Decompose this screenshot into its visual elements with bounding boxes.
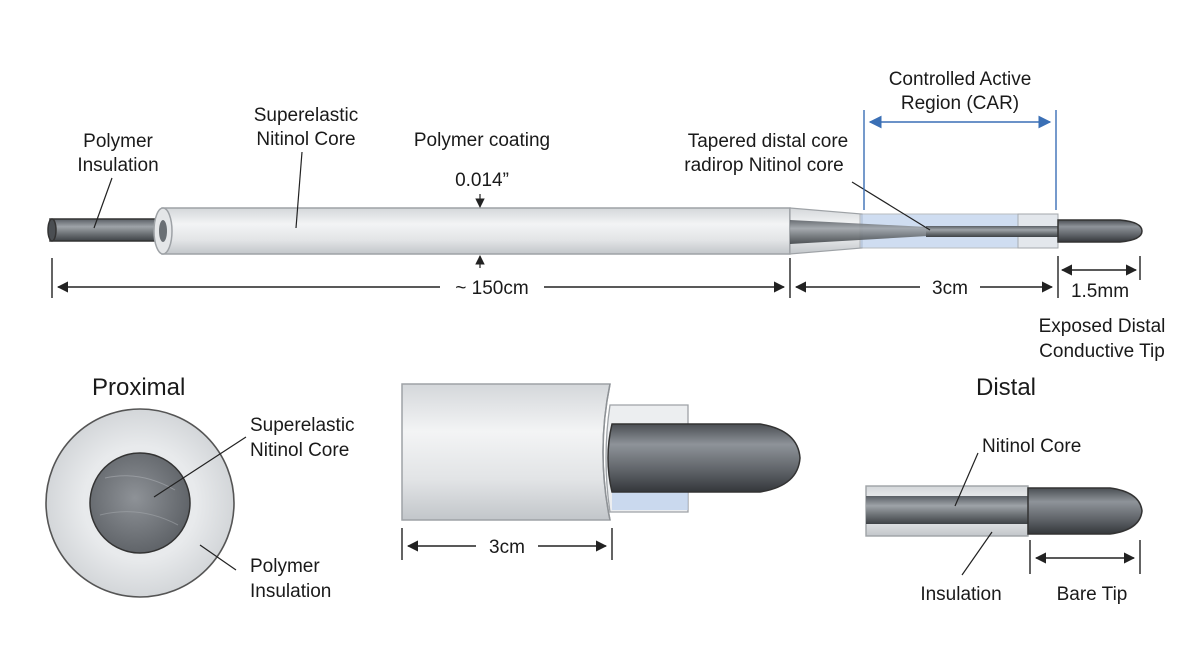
middle-length-label: 3cm [489, 537, 525, 558]
distal-core-label: Nitinol Core [982, 436, 1081, 457]
proximal-nitinol-core [89, 452, 191, 554]
label-tapered-core-1: Tapered distal core [688, 131, 849, 152]
distal-bare-tip [1027, 487, 1143, 535]
label-superelastic-core-1: Superelastic [254, 105, 359, 126]
label-diameter: 0.014” [455, 170, 509, 191]
label-polymer-insulation-2: Insulation [77, 155, 158, 176]
proximal-insulation-label-1: Polymer [250, 556, 320, 577]
middle-polymer-jacket [401, 383, 611, 521]
label-car-2: Region (CAR) [901, 93, 1019, 114]
proximal-cross-section: Proximal Superelastic Nitinol Core Polym… [45, 374, 355, 602]
top-labels: Polymer Insulation Superelastic Nitinol … [77, 69, 1165, 362]
tapered-distal-core [790, 220, 928, 244]
middle-nitinol-tip [607, 423, 801, 493]
distal-bare-tip-label: Bare Tip [1057, 584, 1128, 605]
top-wire-view [47, 207, 1143, 255]
middle-zoom-view: 3cm [401, 383, 801, 560]
proximal-insulation-label-2: Insulation [250, 581, 331, 602]
proximal-jacket-core-hole [159, 220, 167, 242]
label-exposed-tip-1: Exposed Distal [1039, 316, 1166, 337]
label-tapered-core-2: radirop Nitinol core [684, 155, 843, 176]
proximal-core-label-2: Nitinol Core [250, 440, 349, 461]
polymer-coated-body [161, 207, 791, 255]
distal-nitinol-core [866, 496, 1028, 524]
label-length-tip: 1.5mm [1071, 281, 1129, 302]
label-exposed-tip-2: Conductive Tip [1039, 341, 1165, 362]
proximal-title: Proximal [92, 374, 185, 401]
distal-insulation-label: Insulation [920, 584, 1001, 605]
top-leaders [93, 151, 931, 268]
proximal-core-stub [49, 218, 169, 242]
distal-view: Distal Nitinol Core Insulation Bare Tip [865, 374, 1143, 605]
proximal-core-end [47, 218, 57, 242]
top-dimensions [51, 110, 1141, 298]
distal-title: Distal [976, 374, 1036, 401]
proximal-core-label-1: Superelastic [250, 415, 355, 436]
label-superelastic-core-2: Nitinol Core [256, 129, 355, 150]
label-length-total: ~ 150cm [455, 278, 528, 299]
label-length-car: 3cm [932, 278, 968, 299]
label-polymer-coating: Polymer coating [414, 130, 550, 151]
label-car-1: Controlled Active [889, 69, 1032, 90]
exposed-distal-tip [1057, 219, 1143, 243]
label-polymer-insulation-1: Polymer [83, 131, 153, 152]
